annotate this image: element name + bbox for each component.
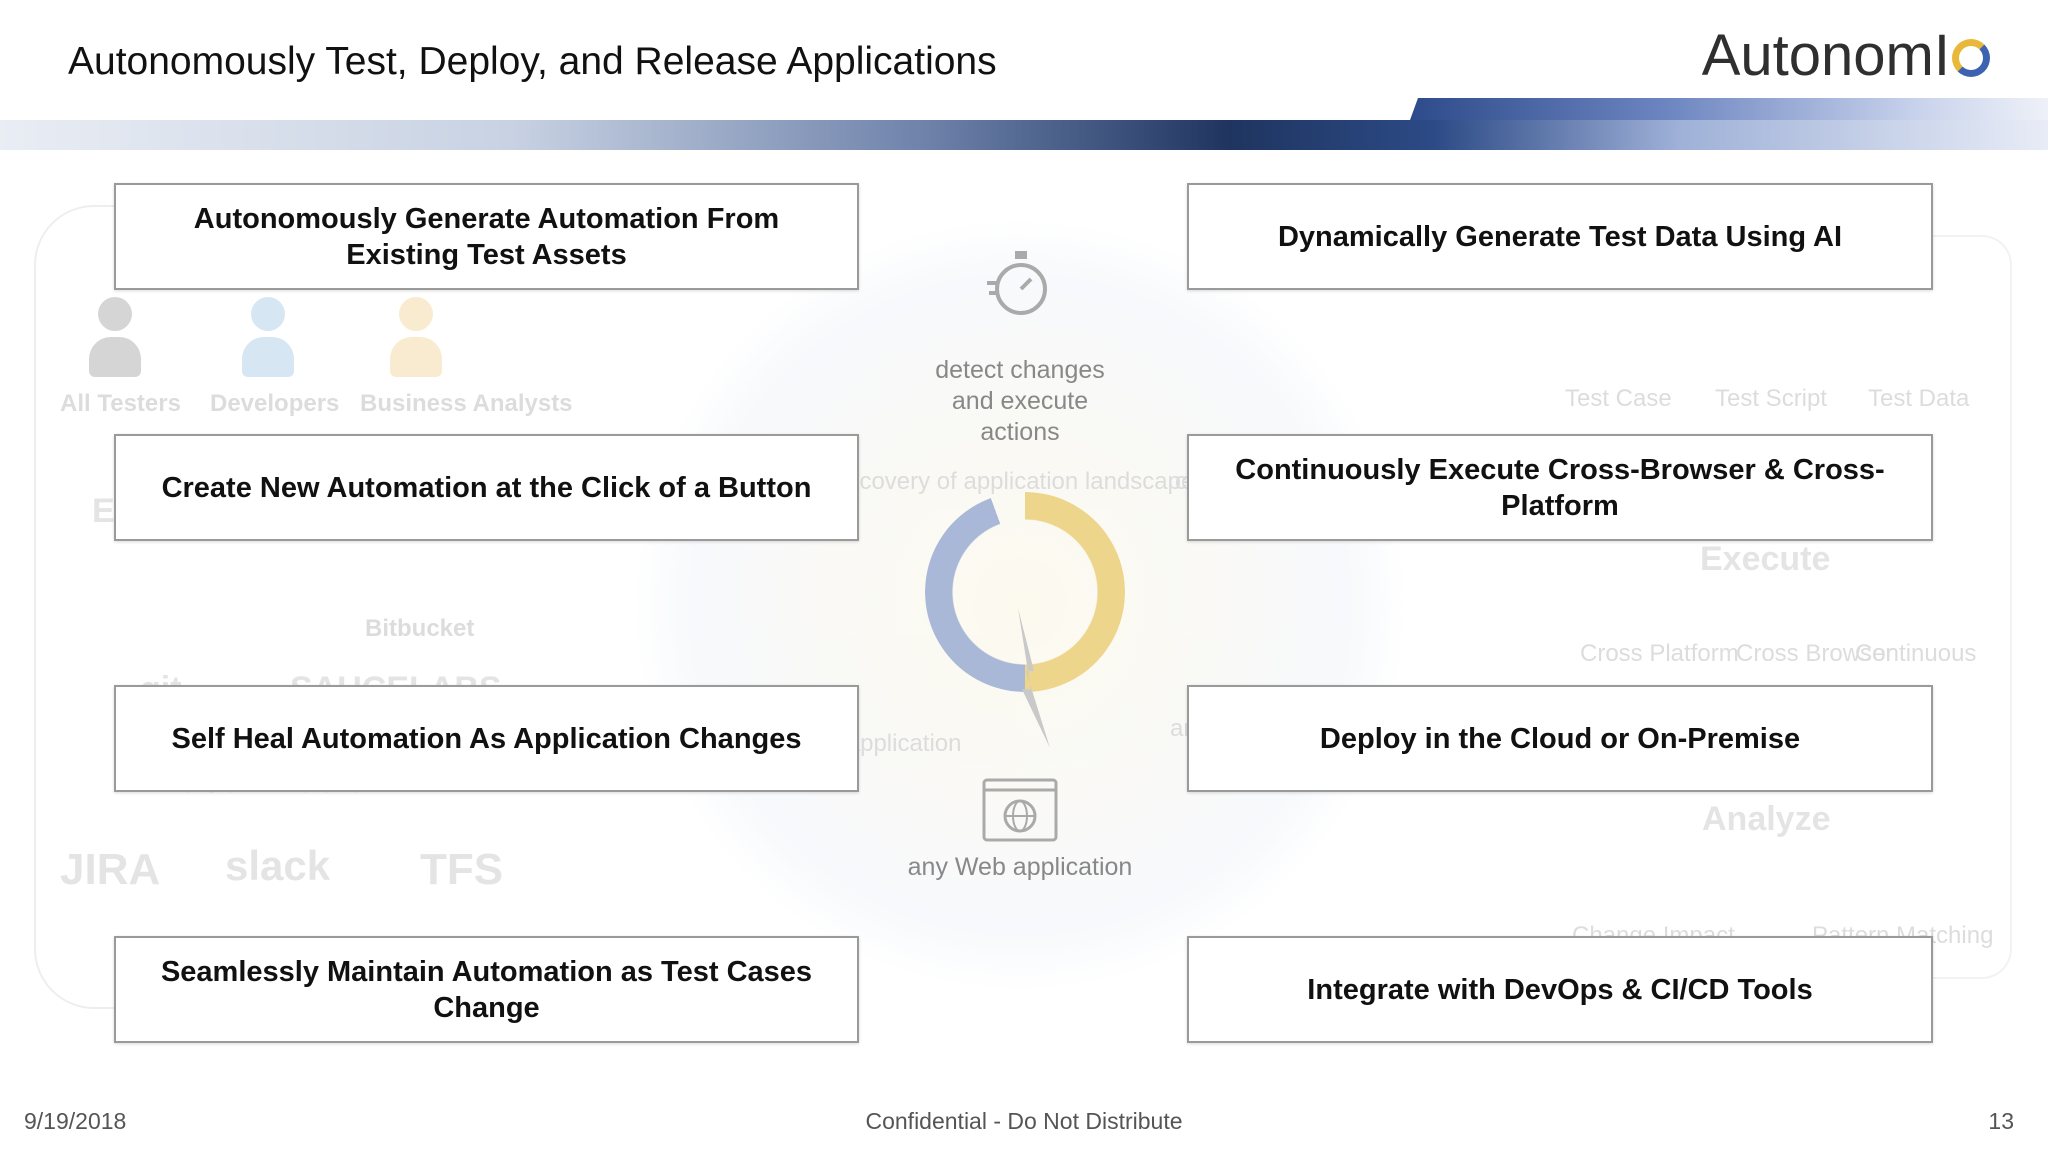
slack-label: slack bbox=[225, 842, 331, 889]
jira-label: JIRA bbox=[60, 845, 161, 894]
feature-test-data: Dynamically Generate Test Data Using AI bbox=[1187, 183, 1933, 290]
feature-create-automation: Create New Automation at the Click of a … bbox=[114, 434, 859, 541]
page-title: Autonomously Test, Deploy, and Release A… bbox=[68, 40, 997, 83]
plan-item-test-script: Test Script bbox=[1715, 385, 1828, 412]
logo-ring-icon bbox=[1952, 38, 1990, 77]
execute-item-continuous: Continuous bbox=[1855, 640, 1977, 667]
tfs-label: TFS bbox=[420, 845, 504, 894]
execute-item-cross-platform: Cross Platform bbox=[1580, 640, 1739, 667]
execute-item-cross-browser: Cross Browser bbox=[1736, 640, 1894, 667]
user-label-testers: All Testers bbox=[60, 390, 181, 417]
analyst-avatar-icon bbox=[388, 297, 444, 377]
center-donut-logo bbox=[925, 492, 1125, 692]
feature-self-heal: Self Heal Automation As Application Chan… bbox=[114, 685, 859, 792]
center-bottom-text: any Web application bbox=[907, 853, 1133, 881]
user-label-developers: Developers bbox=[210, 390, 340, 417]
web-browser-icon bbox=[982, 778, 1058, 842]
feature-maintain-automation: Seamlessly Maintain Automation as Test C… bbox=[114, 936, 859, 1043]
stopwatch-icon bbox=[985, 243, 1051, 323]
analyze-label: Analyze bbox=[1702, 800, 1831, 838]
developer-avatar-icon bbox=[240, 297, 296, 377]
user-label-analysts: Business Analysts bbox=[360, 390, 573, 417]
plan-item-test-case: Test Case bbox=[1565, 385, 1672, 412]
logo-text: AutonomI bbox=[1701, 23, 1950, 88]
feature-deploy: Deploy in the Cloud or On-Premise bbox=[1187, 685, 1933, 792]
header-band bbox=[0, 120, 2048, 150]
center-top-text: detect changes and execute actions bbox=[935, 356, 1105, 446]
tester-avatar-icon bbox=[87, 297, 143, 377]
feature-devops: Integrate with DevOps & CI/CD Tools bbox=[1187, 936, 1933, 1043]
feature-cross-browser: Continuously Execute Cross-Browser & Cro… bbox=[1187, 434, 1933, 541]
plan-item-test-data: Test Data bbox=[1868, 385, 1970, 412]
left-panel-outline bbox=[34, 205, 506, 1009]
page-number: 13 bbox=[1988, 1108, 2014, 1134]
feature-generate-automation: Autonomously Generate Automation From Ex… bbox=[114, 183, 859, 290]
autonomiq-logo: AutonomI bbox=[1702, 22, 1990, 89]
footer-confidential: Confidential - Do Not Distribute bbox=[865, 1108, 1183, 1134]
right-panel-outline bbox=[1520, 235, 2012, 979]
bitbucket-label: Bitbucket bbox=[365, 615, 475, 642]
execute-label: Execute bbox=[1700, 540, 1831, 578]
footer-date: 9/19/2018 bbox=[24, 1108, 127, 1134]
